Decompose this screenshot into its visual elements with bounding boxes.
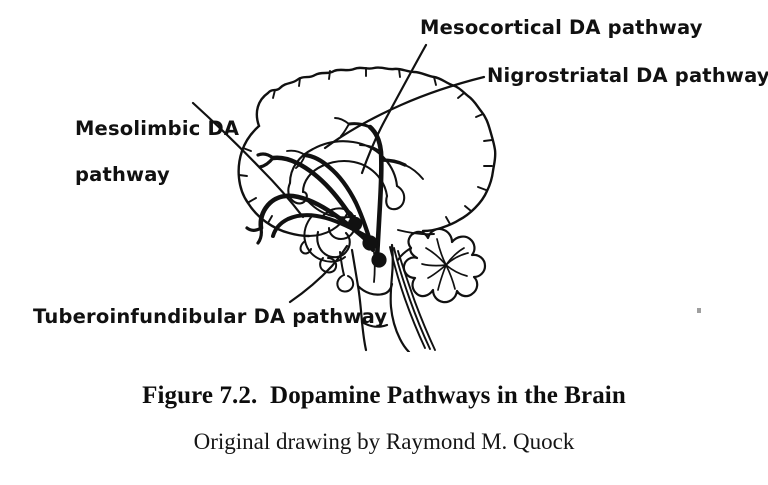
medulla-outline <box>360 320 389 328</box>
brain-diagram: Mesocortical DA pathway Nigrostriatal DA… <box>33 16 768 352</box>
optic-chiasm <box>299 240 312 255</box>
figure-caption: Figure 7.2. Dopamine Pathways in the Bra… <box>0 352 768 455</box>
leader-line-mesocortical <box>360 43 428 175</box>
hypothalamus-outline <box>316 230 351 259</box>
callosum-genu <box>287 181 308 205</box>
mesolimbic-accumbens-branch <box>271 213 368 238</box>
brain-illustration-svg <box>191 43 497 352</box>
leader-line-tuberoinfundibular <box>288 244 349 304</box>
label-tuberoinfundibular-pathway: Tuberoinfundibular DA pathway <box>33 305 388 328</box>
brainstem-posterior <box>389 243 411 352</box>
cerebellar-peduncle <box>397 247 412 261</box>
figure-caption-credit: Original drawing by Raymond M. Quock <box>193 429 575 454</box>
descending-fiber-tracts <box>389 246 436 351</box>
mammillary-body <box>319 257 338 274</box>
ventral-tegmental-area-dot <box>347 216 363 232</box>
brainstem-anterior <box>350 248 368 352</box>
striatal-terminal-arc <box>302 152 376 253</box>
mesolimbic-terminal-fork <box>245 226 263 245</box>
fornix <box>305 198 356 219</box>
mesolimbic-tract <box>258 193 374 247</box>
cerebellar-folia <box>421 238 469 291</box>
leader-line-mesolimbic <box>191 101 305 219</box>
pituitary-gland <box>336 274 355 293</box>
label-mesolimbic-line-1: Mesolimbic DA <box>74 117 240 140</box>
cortical-terminal-branches <box>286 117 424 180</box>
mesocortical-terminal-fork <box>256 152 275 169</box>
tentorium-line <box>397 229 435 236</box>
corpus-callosum-outer <box>288 140 399 188</box>
scan-artifact-speck <box>697 308 701 313</box>
nigrostriatal-tract <box>367 124 384 261</box>
figure-caption-title: Figure 7.2. Dopamine Pathways in the Bra… <box>142 382 626 409</box>
label-mesocortical-pathway: Mesocortical DA pathway <box>420 16 703 39</box>
label-nigrostriatal-pathway: Nigrostriatal DA pathway <box>487 64 768 87</box>
callosum-splenium <box>385 184 406 211</box>
label-mesolimbic-line-2: pathway <box>74 163 170 186</box>
nigrostriatal-branch-a <box>379 158 407 167</box>
cortical-gyri-marks <box>238 67 493 225</box>
leader-line-nigrostriatal <box>323 75 486 150</box>
mesocortical-tract <box>270 155 360 229</box>
label-mesolimbic-pathway: Mesolimbic DA pathway <box>33 94 239 209</box>
substantia-nigra-dot-upper <box>362 235 378 251</box>
nigrostriatal-branch-b <box>347 122 372 129</box>
pons-bulge <box>356 282 394 296</box>
substantia-nigra-dot-lower <box>371 252 387 268</box>
